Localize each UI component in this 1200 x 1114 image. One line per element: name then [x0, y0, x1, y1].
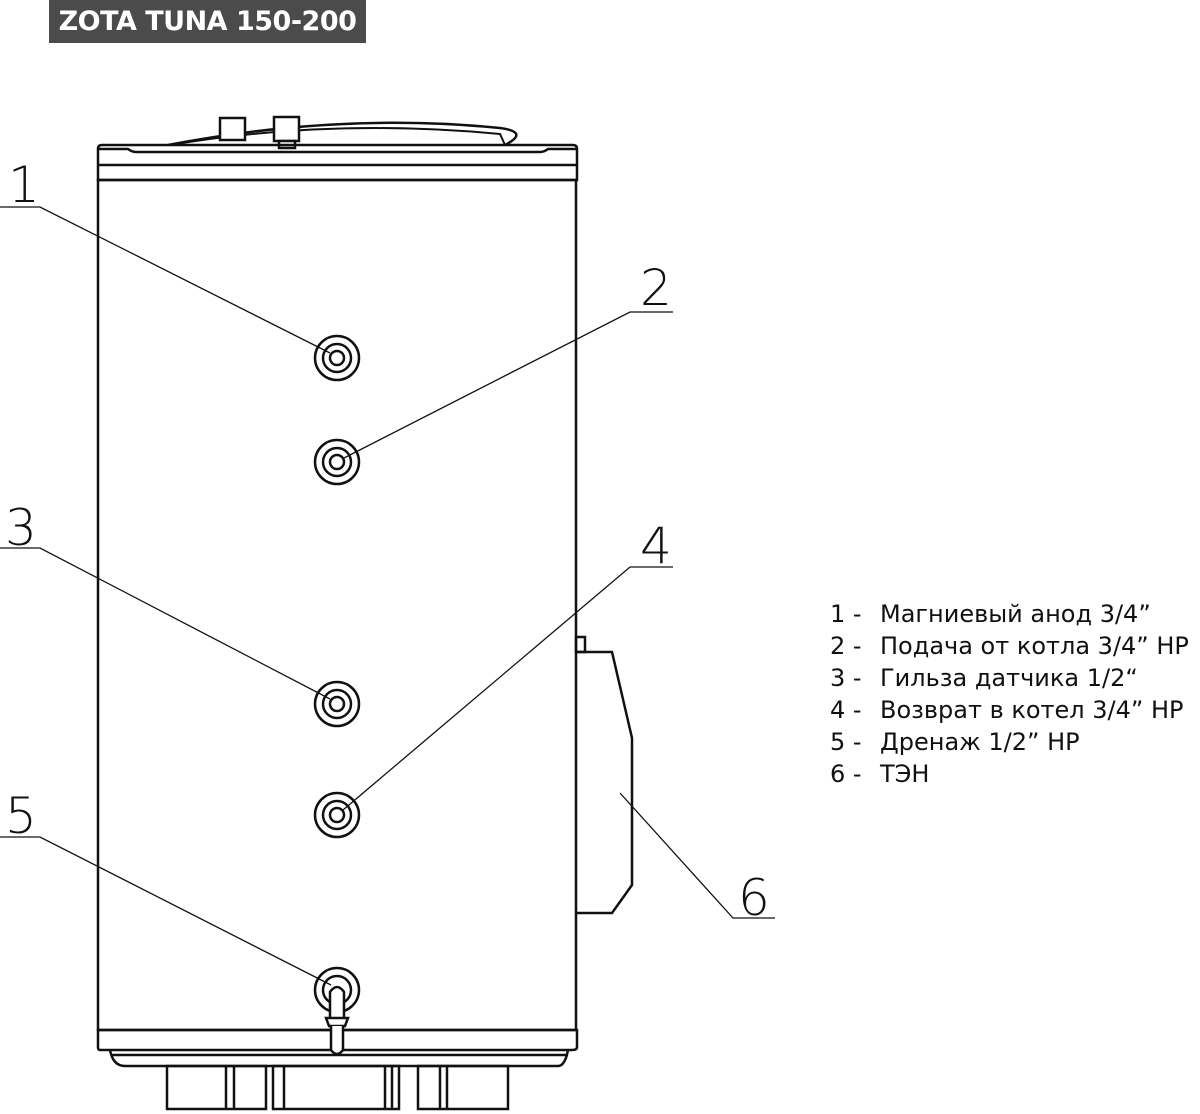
- leader-lines: [0, 206, 775, 986]
- legend-item: 3 - Гильза датчика 1/2“: [830, 662, 1189, 694]
- callout-6: 6: [738, 869, 770, 927]
- heating-element-box: [577, 650, 634, 915]
- callout-4: 4: [640, 517, 672, 575]
- top-fitting-left: [218, 116, 247, 142]
- legend-item: 4 - Возврат в котел 3/4” НР: [830, 694, 1189, 726]
- legend-item: 1 - Магниевый анод 3/4”: [830, 598, 1189, 630]
- legend-text: Возврат в котел 3/4” НР: [880, 696, 1184, 724]
- legend-text: ТЭН: [880, 760, 930, 788]
- legend-item: 6 - ТЭН: [830, 758, 1189, 790]
- legend: 1 - Магниевый анод 3/4” 2 - Подача от котл…: [830, 598, 1189, 790]
- fitting-anode: [313, 334, 361, 382]
- fitting-drain: [313, 966, 361, 1056]
- legend-num: 4 -: [830, 696, 862, 724]
- fitting-sensor: [313, 680, 361, 728]
- legend-text: Магниевый анод 3/4”: [880, 600, 1151, 628]
- callout-2: 2: [640, 259, 672, 317]
- legend-num: 6 -: [830, 760, 862, 788]
- callout-1: 1: [8, 156, 40, 214]
- product-title: ZOTA TUNA 150-200: [49, 0, 366, 43]
- tank-bottom-band: [96, 1028, 579, 1052]
- tank-top-cap: [96, 143, 579, 182]
- legend-text: Гильза датчика 1/2“: [880, 664, 1138, 692]
- legend-item: 2 - Подача от котла 3/4” НР: [830, 630, 1189, 662]
- legend-item: 5 - Дренаж 1/2” НР: [830, 726, 1189, 758]
- fitting-supply: [313, 438, 361, 486]
- legend-num: 2 -: [830, 632, 862, 660]
- fitting-return: [313, 791, 361, 839]
- legend-num: 1 -: [830, 600, 862, 628]
- tank-feet: [165, 1064, 510, 1111]
- callout-5: 5: [5, 787, 37, 845]
- callout-3: 3: [5, 499, 37, 557]
- legend-text: Дренаж 1/2” НР: [880, 728, 1080, 756]
- top-fitting-right: [272, 115, 301, 143]
- legend-num: 3 -: [830, 664, 862, 692]
- legend-num: 5 -: [830, 728, 862, 756]
- legend-text: Подача от котла 3/4” НР: [880, 632, 1189, 660]
